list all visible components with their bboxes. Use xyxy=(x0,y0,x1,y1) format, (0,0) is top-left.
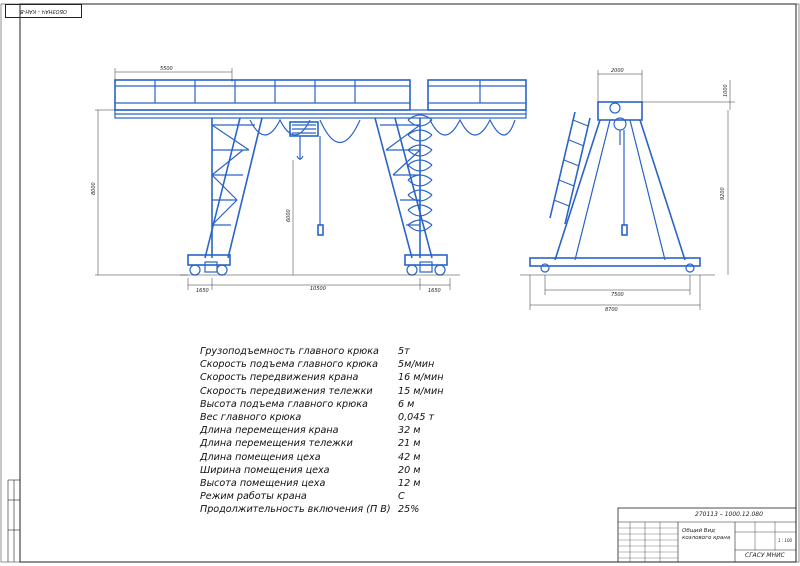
spec-value: 42 м xyxy=(398,451,421,463)
spec-value: 5м/мин xyxy=(398,359,435,371)
side-base-beam xyxy=(529,257,701,267)
drawing-title: Общий Вид козлового крана xyxy=(682,528,731,541)
dim-wheel-base: 7500 xyxy=(611,292,624,298)
dim-main-span: 10500 xyxy=(310,286,326,292)
spec-label: Продолжительность включения (П В) xyxy=(200,504,391,516)
spec-label: Режим работы крана xyxy=(200,491,307,503)
dim-overall-width: 8700 xyxy=(605,307,618,313)
front-dimensions: 5500 8000 6000 1650 10500 1650 xyxy=(91,66,451,294)
spec-label: Высота подъема главного крюка xyxy=(200,398,368,410)
trolley-hoist xyxy=(289,121,324,236)
left-leg xyxy=(204,117,263,259)
spec-label: Скорость подъема главного крюка xyxy=(200,359,378,371)
right-leg xyxy=(374,117,433,259)
dim-right-outrigger: 1650 xyxy=(428,288,441,294)
left-bogie xyxy=(187,254,231,276)
dim-overall-height: 8000 xyxy=(91,182,97,195)
title-block-frame xyxy=(617,507,797,563)
spec-value: С xyxy=(398,491,405,503)
side-view xyxy=(520,101,715,276)
organization: СГАСУ МНИС xyxy=(745,552,785,559)
spec-label: Длина помещения цеха xyxy=(200,451,321,463)
spec-label: Грузоподъемность главного крюка xyxy=(200,346,379,357)
spec-value: 20 м xyxy=(398,464,421,476)
main-girder xyxy=(114,79,527,119)
side-dimensions: 2000 1000 9200 7500 8700 xyxy=(529,68,735,313)
spec-value: 5т xyxy=(398,346,410,357)
spec-value: 6 м xyxy=(398,398,415,410)
spec-value: 32 м xyxy=(398,425,421,437)
front-view xyxy=(114,79,527,276)
spec-label: Вес главного крюка xyxy=(200,412,302,423)
side-trolley xyxy=(597,101,643,121)
spec-value: 15 м/мин xyxy=(398,385,444,397)
dim-lift-height: 6000 xyxy=(286,209,292,222)
dim-left-outrigger: 1650 xyxy=(196,288,209,294)
left-binding-strip xyxy=(7,479,20,562)
dim-trolley-height: 1000 xyxy=(723,84,729,97)
spec-label: Скорость передвижения тележки xyxy=(200,385,373,397)
spec-value: 25% xyxy=(398,504,420,516)
access-ladder xyxy=(407,114,433,232)
spec-value: 0,045 т xyxy=(398,412,435,423)
doc-code: 270113 – 1000.12.080 xyxy=(695,511,763,518)
spec-label: Высота помещения цеха xyxy=(200,478,326,489)
spec-value: 21 м xyxy=(398,438,421,450)
spec-label: Ширина помещения цеха xyxy=(200,464,330,476)
spec-label: Скорость передвижения крана xyxy=(200,372,359,384)
right-bogie xyxy=(404,254,448,276)
spec-value: 16 м/мин xyxy=(398,372,444,384)
spec-value: 12 м xyxy=(398,478,421,489)
drawing-scale: 1 : 100 xyxy=(778,538,793,543)
spec-label: Длина перемещения крана xyxy=(200,425,339,437)
outer-frame xyxy=(0,3,800,563)
spec-label: Длина перемещения тележки xyxy=(200,438,353,450)
dim-span-left: 5500 xyxy=(160,66,173,72)
dim-cantilever-width: 2000 xyxy=(611,68,624,74)
side-ladder xyxy=(549,111,591,225)
dim-side-height: 9200 xyxy=(720,187,726,200)
